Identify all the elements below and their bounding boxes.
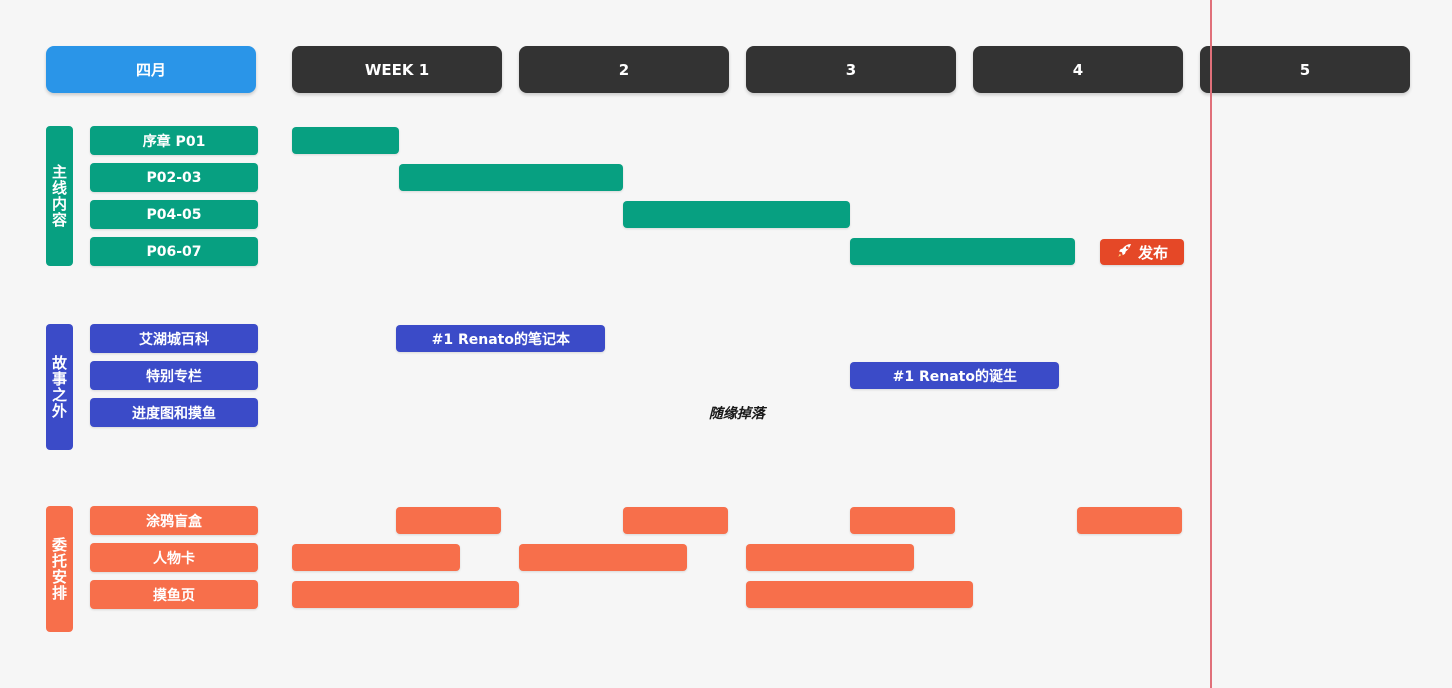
row-label-text: P06-07 [146,243,202,260]
row-label: 特别专栏 [90,361,258,390]
task-bar-label: #1 Renato的笔记本 [431,331,570,348]
section-tag: 故事之外 [46,324,73,450]
task-bar-label: #1 Renato的诞生 [892,368,1017,385]
today-marker-line [1210,0,1213,688]
task-bar[interactable] [746,544,914,571]
week-label: 5 [1299,60,1311,79]
row-label-text: P04-05 [146,206,202,223]
task-bar[interactable]: #1 Renato的笔记本 [396,325,606,352]
annotation-text: 随缘掉落 [708,405,765,422]
task-bar[interactable] [292,581,519,608]
row-label: P04-05 [90,200,258,229]
row-label: P06-07 [90,237,258,266]
section-tag: 委托安排 [46,506,73,632]
week-header: 4 [973,46,1183,93]
week-header: WEEK 1 [292,46,502,93]
week-header: 3 [746,46,956,93]
row-label-text: 摸鱼页 [153,587,195,604]
row-label: 人物卡 [90,543,258,572]
week-header: 5 [1200,46,1410,93]
task-bar[interactable] [850,238,1076,265]
row-label-text: 进度图和摸鱼 [132,405,216,422]
row-label-text: 特别专栏 [146,368,202,385]
row-label-text: 涂鸦盲盒 [146,513,202,530]
row-label: P02-03 [90,163,258,192]
section-name: 委托安排 [50,537,68,601]
task-bar[interactable] [396,507,501,534]
annotation-note: 随缘掉落 [657,398,817,427]
task-bar[interactable] [292,127,399,154]
row-label: 进度图和摸鱼 [90,398,258,427]
task-bar[interactable]: #1 Renato的诞生 [850,362,1060,389]
rocket-icon [1116,241,1134,263]
row-label: 序章 P01 [90,126,258,155]
row-label: 涂鸦盲盒 [90,506,258,535]
task-bar[interactable] [746,581,973,608]
week-label: 2 [618,60,630,79]
task-bar[interactable] [398,164,624,191]
milestone-badge[interactable]: 发布 [1100,239,1185,265]
task-bar[interactable] [292,544,460,571]
section-name: 故事之外 [50,355,68,419]
task-bar[interactable] [623,201,851,228]
row-label-text: P02-03 [146,169,202,186]
week-label: 4 [1072,60,1084,79]
row-label: 摸鱼页 [90,580,258,609]
row-label-text: 人物卡 [153,550,195,567]
month-header: 四月 [46,46,256,93]
row-label: 艾湖城百科 [90,324,258,353]
section-name: 主线内容 [50,164,68,228]
row-label-text: 艾湖城百科 [139,331,209,348]
section-tag: 主线内容 [46,126,73,266]
week-header: 2 [519,46,729,93]
row-label-text: 序章 P01 [142,133,206,150]
month-label: 四月 [135,61,166,79]
week-label: WEEK 1 [364,60,430,79]
task-bar[interactable] [850,507,955,534]
milestone-label: 发布 [1138,243,1169,262]
task-bar[interactable] [623,507,728,534]
week-label: 3 [845,60,857,79]
task-bar[interactable] [1077,507,1182,534]
task-bar[interactable] [519,544,687,571]
